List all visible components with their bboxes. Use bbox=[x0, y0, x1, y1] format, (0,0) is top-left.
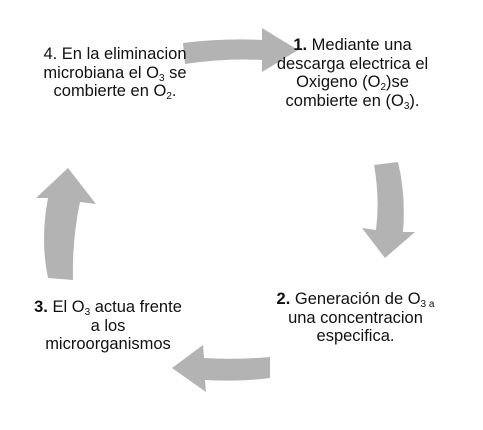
arrow-right-down bbox=[362, 162, 415, 258]
step-2-text: 2. Generación de O3 a una concentracion … bbox=[276, 290, 435, 345]
step-1-text: 1. Mediante una descarga electrica el Ox… bbox=[276, 36, 429, 112]
arrow-bottom-left bbox=[172, 345, 270, 392]
step-number: 2. bbox=[276, 290, 291, 308]
step-3-text: 3. El O3 actua frente a los microorganis… bbox=[34, 298, 182, 353]
step-number: 3. bbox=[34, 298, 48, 316]
step-4-text: 4. En la eliminacion microbiana el O3 se… bbox=[43, 45, 187, 102]
step-number: 4. bbox=[43, 45, 58, 63]
arrow-left-up bbox=[36, 168, 96, 280]
arrow-top-right bbox=[183, 28, 298, 72]
step-number: 1. bbox=[293, 36, 308, 54]
